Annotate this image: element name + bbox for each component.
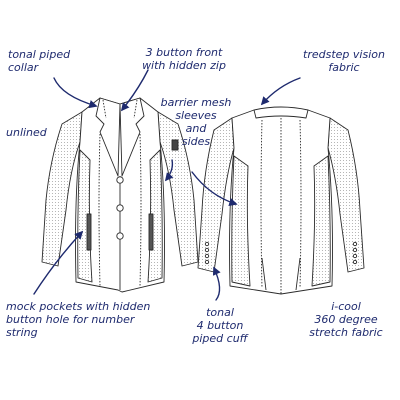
arrow-cuff — [212, 266, 221, 301]
cuff-button-3 — [204, 247, 210, 253]
label-front: 3 button front with hidden zip — [142, 46, 226, 72]
front-right-lapel — [119, 97, 145, 177]
front-left-mock-pocket — [86, 213, 92, 251]
label-cuff: tonal 4 button piped cuff — [192, 306, 248, 345]
front-left-sleeve — [41, 111, 83, 267]
label-collar: tonal piped collar — [8, 48, 71, 74]
arrow-pockets — [33, 230, 84, 295]
back-left-mesh-panel — [231, 155, 251, 287]
back-right-sleeve — [327, 117, 365, 273]
front-button-1 — [116, 176, 124, 184]
back-right-mesh-panel — [311, 155, 331, 287]
label-stretch: i-cool 360 degree stretch fabric — [309, 300, 383, 339]
annotation-arrows — [33, 69, 301, 301]
arrow-collar — [53, 77, 98, 109]
label-mesh: barrier mesh sleeves and sides — [160, 96, 232, 148]
cuff-button-2 — [204, 253, 210, 259]
front-right-mock-pocket — [148, 213, 154, 251]
arrow-fabric — [260, 77, 301, 106]
front-right-sleeve — [157, 111, 199, 267]
back-collar — [253, 106, 309, 119]
arrow-mesh-left — [164, 159, 174, 182]
cuff-button-4 — [204, 241, 210, 247]
arrow-mesh-right — [191, 171, 238, 207]
shoulder-logo — [171, 139, 179, 151]
back-jacket-sketch — [197, 106, 365, 295]
front-jacket-sketch — [41, 97, 199, 293]
front-button-2 — [116, 204, 124, 212]
label-pockets: mock pockets with hidden button hole for… — [6, 300, 151, 339]
front-button-3 — [116, 232, 124, 240]
label-unlined: unlined — [6, 126, 47, 139]
label-fabric: tredstep vision fabric — [303, 48, 385, 74]
arrow-front — [120, 69, 149, 112]
cuff-button-1 — [204, 259, 210, 265]
